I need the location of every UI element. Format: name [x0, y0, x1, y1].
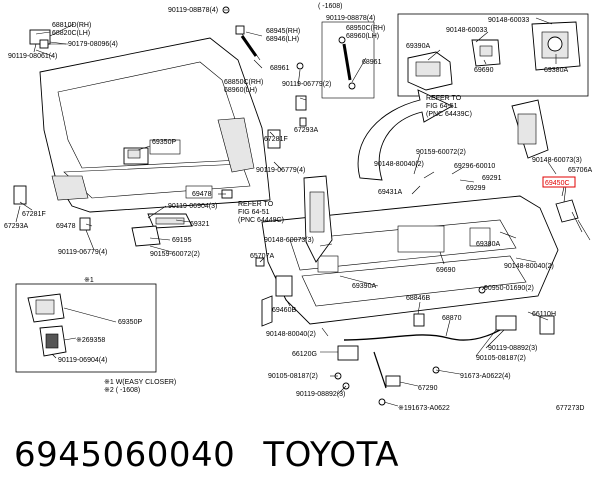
- handle-69321: [131, 213, 193, 247]
- inset-box-closer: [15, 283, 157, 373]
- part-label: 68846B: [406, 295, 430, 302]
- part-labels: 68810D(RH) 68820C(LH) 90119-08B78(4) 901…: [4, 3, 592, 412]
- part-label: 90950-01690(2): [484, 285, 534, 292]
- part-label: 90148-80040(2): [266, 331, 316, 338]
- caption-bar: 6945060040 TOYOTA: [14, 433, 594, 477]
- direction-arrow: [357, 89, 453, 181]
- inset-box-easy-closer: [397, 13, 589, 97]
- part-label: 90148-80040(2): [374, 161, 424, 168]
- part-label: 68961: [270, 65, 290, 72]
- part-label: 66120G: [292, 351, 317, 358]
- part-label: 90119-06904(4): [58, 357, 107, 364]
- part-label: 67281F: [264, 136, 288, 143]
- part-label: 67290: [418, 385, 438, 392]
- leader-lines: [15, 9, 567, 407]
- part-label: ※191673-A0622: [398, 405, 450, 412]
- refer-note: (PNC 64439C): [426, 111, 472, 118]
- highlighted-part-label: 69450C: [545, 180, 570, 187]
- part-label: 90119-08892(3): [296, 391, 345, 398]
- inset-date-note: ( -1608): [318, 3, 343, 10]
- back-door-frame: [39, 37, 271, 213]
- part-label: 90179-08096(4): [68, 41, 118, 48]
- footnote: ※2 ( -1608): [104, 387, 140, 394]
- part-label: 69195: [172, 237, 192, 244]
- part-label: 90159-60072(2): [150, 251, 200, 258]
- part-label: 69296-60010: [454, 163, 495, 170]
- lock-69350p: [123, 147, 149, 165]
- brand-name: TOYOTA: [263, 435, 400, 475]
- part-label: 90105-08187(2): [268, 373, 318, 380]
- part-label: 69299: [466, 185, 486, 192]
- part-label: 90148-60073(3): [264, 237, 314, 244]
- part-label: 65706A: [568, 167, 592, 174]
- part-label: 69478: [192, 191, 212, 198]
- part-label: 90148-80040(2): [504, 263, 554, 270]
- part-label: 69690: [474, 67, 494, 74]
- part-label: 90159-60072(2): [416, 149, 466, 156]
- part-label: 68960(LH): [346, 33, 379, 40]
- part-label: 69350P: [152, 139, 176, 146]
- part-label: 90119-08892(3): [488, 345, 537, 352]
- part-label: 68961: [362, 59, 382, 66]
- part-label: 67293A: [4, 223, 28, 230]
- part-label: 69380A: [544, 67, 568, 74]
- part-label: 90148-60073(3): [532, 157, 582, 164]
- part-label: 68850C(RH): [224, 79, 263, 86]
- stay-damper-68950c: [321, 21, 375, 99]
- part-label: 68950C(RH): [346, 25, 385, 32]
- part-label: 91673-A0622(4): [460, 373, 511, 380]
- grommets: [255, 257, 555, 406]
- diagram-code: 677273D: [556, 405, 584, 412]
- refer-note: REFER TO: [238, 201, 274, 208]
- part-label: 90119-06779(4): [256, 167, 305, 174]
- part-label: ※269358: [76, 337, 105, 344]
- highlighted-part-69450c[interactable]: 69450C: [542, 176, 576, 188]
- trim-cover-69431a: [303, 99, 549, 263]
- part-label: 67281F: [22, 211, 46, 218]
- part-label: 68946(LH): [266, 36, 299, 43]
- parts-diagram: 68810D(RH) 68820C(LH) 90119-08B78(4) 901…: [4, 3, 592, 412]
- refer-note: REFER TO: [426, 95, 462, 102]
- part-number: 6945060040: [14, 435, 236, 475]
- part-label: 68960(LH): [224, 87, 257, 94]
- part-label: 69431A: [378, 189, 402, 196]
- part-label: 68820C(LH): [52, 30, 90, 37]
- part-label: 69460B: [272, 307, 296, 314]
- part-label: 90119-06779(4): [58, 249, 107, 256]
- part-label: 66110H: [532, 311, 556, 318]
- part-label: 90148-60033: [488, 17, 529, 24]
- part-label: 69380A: [476, 241, 500, 248]
- footnote: ※1 W(EASY CLOSER): [104, 379, 176, 386]
- bracket-67281f: [13, 95, 307, 205]
- refer-note: (PNC 64449C): [238, 217, 284, 224]
- part-label: 69350P: [118, 319, 142, 326]
- refer-note: FIG 64-51: [238, 209, 270, 216]
- part-label: 90119-08B78(4): [168, 7, 218, 14]
- part-label: 90119-08061(4): [8, 53, 57, 60]
- part-label: 68945(RH): [266, 28, 300, 35]
- refer-note: FIG 64-51: [426, 103, 458, 110]
- inset-title: ※1: [84, 277, 94, 284]
- part-label: 69291: [482, 175, 502, 182]
- part-label: 68870: [442, 315, 462, 322]
- part-label: 90119-08878(4): [326, 15, 375, 22]
- wire-harness-68870: [337, 313, 517, 389]
- part-label: 69390A: [406, 43, 430, 50]
- part-label: 69478: [56, 223, 76, 230]
- part-label: 90119-06904(3): [168, 203, 217, 210]
- part-label: 68810D(RH): [52, 22, 91, 29]
- part-label: 90119-06779(2): [282, 81, 331, 88]
- hinge-68810d: [29, 23, 75, 53]
- part-label: 69321: [190, 221, 210, 228]
- part-label: 90148-60033: [446, 27, 487, 34]
- lock-motor-69450c: [555, 199, 591, 241]
- part-label: 67293A: [294, 127, 318, 134]
- part-label: 90105-08187(2): [476, 355, 526, 362]
- part-label: 65707A: [250, 253, 274, 260]
- part-label: 69690: [436, 267, 456, 274]
- part-label: 69390A: [352, 283, 376, 290]
